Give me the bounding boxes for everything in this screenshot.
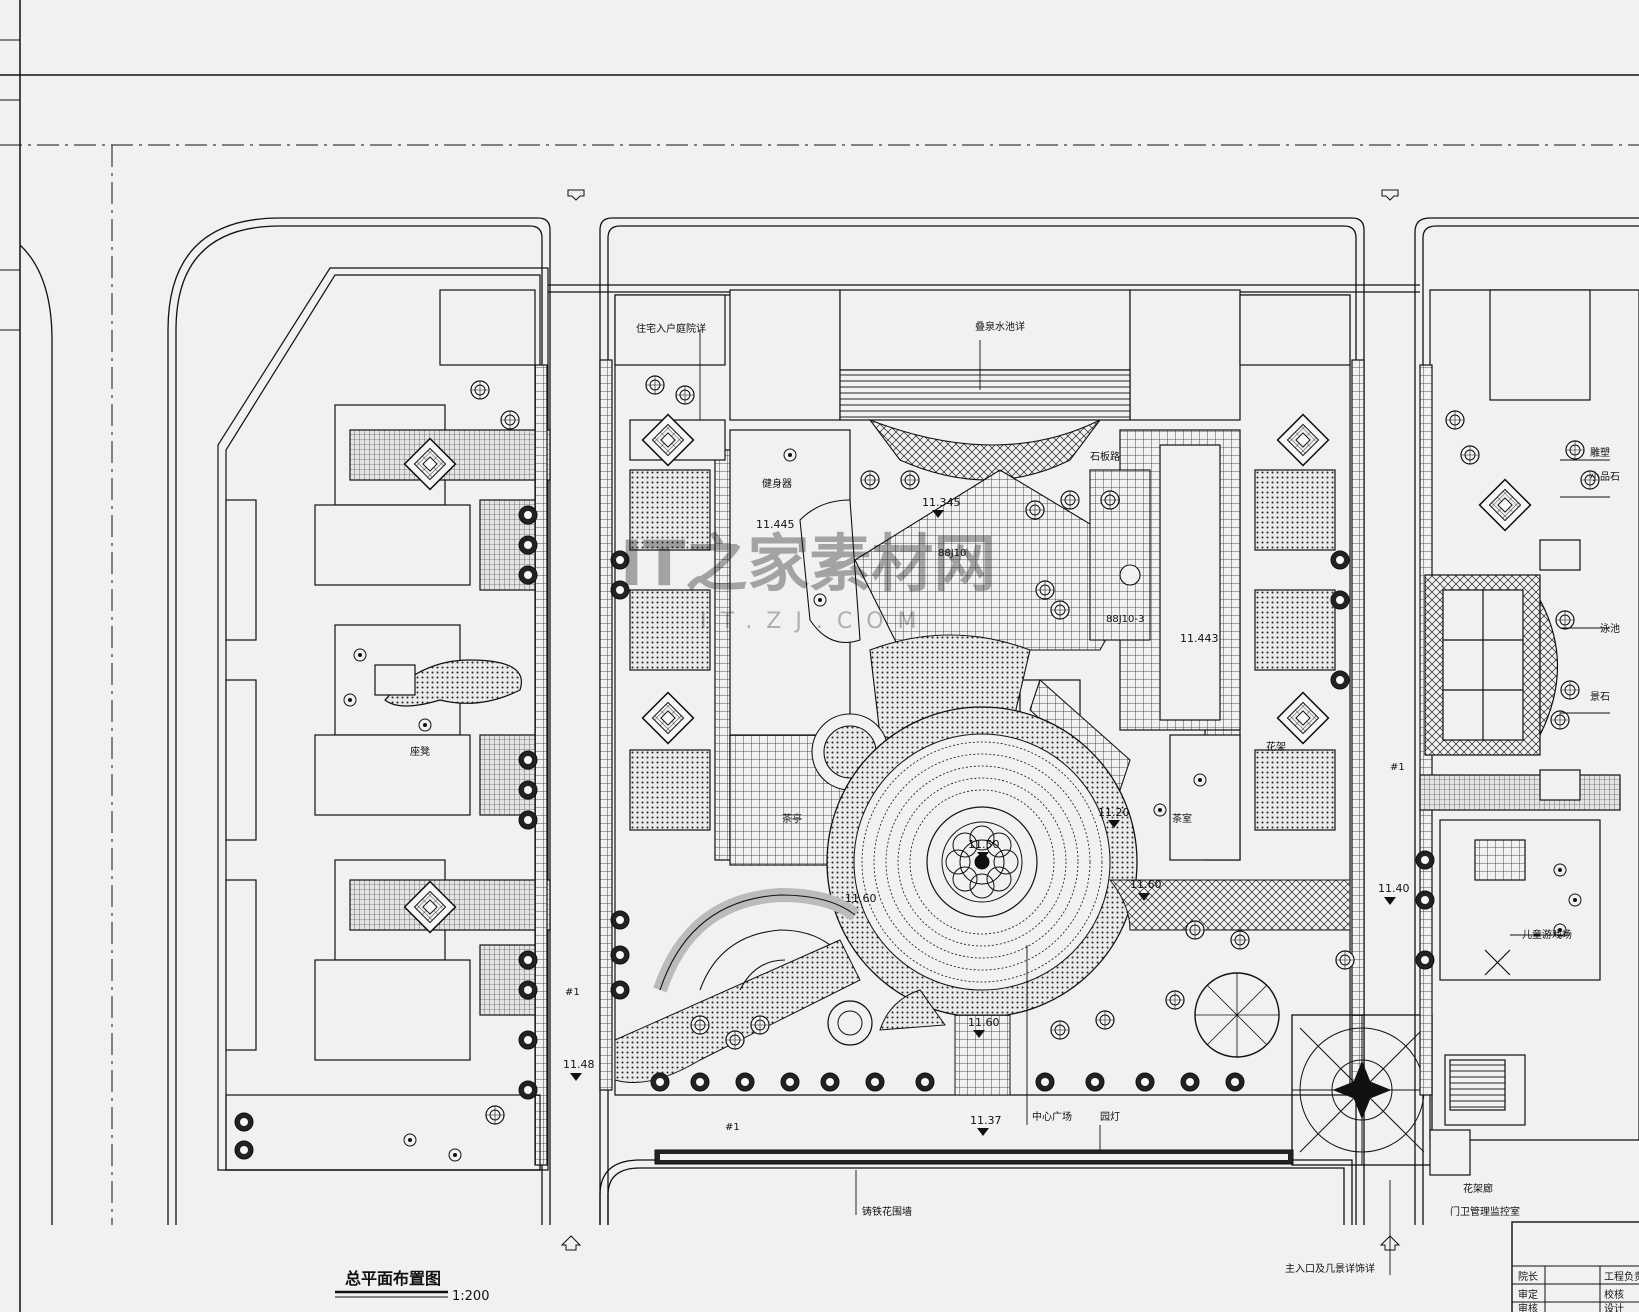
callout-fitness: 健身器: [762, 477, 792, 490]
east-entry-paving: [1478, 478, 1532, 532]
radial-garden: [653, 887, 860, 993]
drawing-title: 总平面布置图: [345, 1269, 441, 1288]
east-block: [1419, 289, 1639, 1176]
callout-pavilion: 茶亭: [782, 812, 802, 825]
elevation-label: 11.60: [968, 1016, 1000, 1029]
building-number: #1: [1390, 762, 1405, 773]
elevation-label: 11.443: [1180, 632, 1219, 645]
leader-lines: [699, 330, 1610, 1275]
callout-tea-room: 茶室: [1172, 812, 1192, 825]
sheet-title-block: [1511, 1221, 1639, 1312]
title-block-cell: 校核: [1604, 1288, 1624, 1301]
building-number: #1: [565, 987, 580, 998]
central-entry-paving-sw: [641, 691, 695, 745]
drawing-scale: 1:200: [452, 1289, 489, 1304]
central-entry-paving-se: [1276, 691, 1330, 745]
title-block-cell: 院长: [1518, 1270, 1538, 1283]
central-garden: [799, 418, 1151, 791]
main-entrance-compass: [1291, 1014, 1433, 1166]
elevation-label: 11.48: [563, 1058, 595, 1071]
elevation-label: 11.60: [1130, 878, 1162, 891]
elevation-label: 11.345: [922, 496, 961, 509]
callout-stone-seat: 座凳: [410, 745, 430, 758]
title-block-cell: 审定: [1518, 1288, 1538, 1301]
callout-guard: 门卫管理监控室: [1450, 1205, 1520, 1218]
elevation-label: 11.37: [970, 1114, 1002, 1127]
title-block-cell: 审核: [1518, 1302, 1538, 1312]
callout-childrens-play: 儿童游戏场: [1522, 928, 1572, 941]
elevation-label: 11.445: [756, 518, 795, 531]
title-block-cell: 工程负责: [1604, 1270, 1639, 1283]
watermark-url: IT.ZJ.COM: [700, 609, 931, 634]
callout-rockery: 石板路: [1090, 450, 1120, 463]
elevation-label: 11.50: [968, 838, 1000, 851]
drawing-title-block: 总平面布置图 1:200: [335, 1269, 489, 1304]
elevation-label: 11.40: [1378, 882, 1410, 895]
title-block-cell: 设计: [1604, 1302, 1624, 1312]
callout-landscape: 景石: [1590, 691, 1610, 703]
elevation-label: 11.20: [1098, 806, 1130, 819]
callout-std1: 88J10: [938, 548, 966, 559]
callout-lamp: 园灯: [1100, 1111, 1120, 1123]
callout-flower-rack: 花架廊: [1463, 1182, 1493, 1195]
callout-central-plaza: 中心广场: [1032, 1110, 1072, 1123]
west-residential-block: [217, 267, 551, 1171]
elevation-triangles: [570, 510, 1396, 1136]
callout-sculpture: 雕塑: [1590, 446, 1610, 459]
watermark-logo: IT之家素材网: [620, 527, 995, 600]
callout-std2: 88J10-3: [1106, 614, 1144, 625]
callout-main-entrance: 主入口及几景详饰详: [1285, 1262, 1375, 1275]
callout-entry-plaza: 住宅入户庭院详: [636, 322, 706, 335]
callout-fence: 铸铁花围墙: [862, 1205, 912, 1218]
central-block: [599, 289, 1365, 1096]
building-number: #1: [725, 1122, 740, 1133]
elevation-label: 11.60: [845, 892, 877, 905]
callout-gardenhouse: 花架: [1266, 740, 1286, 753]
central-entry-paving-ne: [1276, 413, 1330, 467]
callout-tennis: 小品石: [1590, 471, 1620, 483]
callout-water-feature: 叠泉水池详: [975, 320, 1025, 333]
callout-swimming-pool: 泳池: [1600, 622, 1620, 635]
feature-tree-canopy: [827, 972, 1280, 1058]
street-curbs: [19, 217, 1639, 1225]
central-circular-plaza: [614, 706, 1351, 1096]
